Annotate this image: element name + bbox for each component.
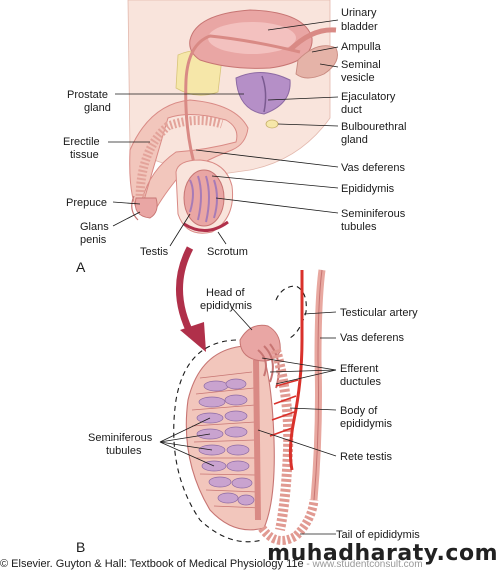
label-ductules: ductules (340, 376, 381, 388)
rete-testis (253, 359, 261, 521)
spermatic-cord-outline (275, 285, 307, 339)
label-epididymis-a: Epididymis (341, 183, 395, 195)
label-vas-deferens-b: Vas deferens (340, 332, 405, 344)
label-ampulla: Ampulla (341, 41, 382, 53)
copyright-credit: © Elsevier. Guyton & Hall: Textbook of M… (0, 558, 423, 570)
label-seminal: Seminal (341, 59, 381, 71)
label-bladder: bladder (341, 21, 378, 33)
testis-body (185, 345, 275, 531)
panel-a-leaders (108, 19, 339, 247)
label-gland: gland (84, 102, 111, 114)
seminal-vesicle (295, 45, 338, 79)
testis (183, 169, 225, 227)
panel-a-illustration (127, 0, 338, 234)
transition-arrowhead (180, 322, 206, 352)
label-tissue: tissue (70, 149, 99, 161)
label-prepuce: Prepuce (66, 197, 107, 209)
label-testis: Testis (140, 246, 169, 258)
glans-penis (134, 197, 158, 219)
head-of-epididymis (239, 324, 281, 362)
body-of-epididymis (271, 348, 294, 531)
credit-text: © Elsevier. Guyton & Hall: Textbook of M… (0, 558, 304, 570)
scrotum-base (183, 220, 229, 232)
label-testicular-artery: Testicular artery (340, 307, 418, 319)
tail-of-epididymis (258, 499, 319, 545)
label-tubules-b: tubules (106, 445, 142, 457)
watermark-text: - www.studentconsult.com (303, 559, 423, 570)
label-duct: duct (341, 104, 362, 116)
brand-watermark: muhadharaty.com (267, 541, 498, 566)
label-body-epididymis: epididymis (340, 418, 392, 430)
testicular-artery (288, 270, 304, 471)
label-body-of: Body of (340, 405, 378, 417)
label-head-epididymis: epididymis (200, 300, 252, 312)
testicular-artery-branches (269, 379, 299, 437)
label-prostate: Prostate (67, 89, 108, 101)
tunica-outline (173, 339, 263, 543)
label-erectile: Erectile (63, 136, 100, 148)
ampulla (288, 27, 337, 52)
label-seminiferous-a: Seminiferous (341, 208, 406, 220)
label-tubules-a: tubules (341, 221, 377, 233)
panel-b-leaders (159, 307, 337, 535)
label-scrotum: Scrotum (207, 246, 248, 258)
label-urinary: Urinary (341, 7, 377, 19)
erectile-tissue (135, 116, 224, 201)
seminiferous-lobules (189, 175, 218, 223)
label-ejaculatory: Ejaculatory (341, 91, 396, 103)
panel-a-labels: Urinary bladder Ampulla Seminal vesicle … (63, 7, 406, 275)
panel-a-letter: A (76, 259, 86, 275)
label-vas-deferens-a: Vas deferens (341, 162, 406, 174)
ejaculatory-duct (261, 75, 267, 113)
label-seminiferous-b: Seminiferous (88, 432, 153, 444)
bulbourethral-gland (265, 119, 279, 129)
transition-arrow (176, 246, 196, 338)
label-efferent: Efferent (340, 363, 378, 375)
label-vesicle: vesicle (341, 72, 375, 84)
label-penis: penis (80, 234, 107, 246)
label-glans: Glans (80, 221, 109, 233)
label-rete-testis: Rete testis (340, 451, 392, 463)
prostate-gland (235, 72, 291, 115)
panel-b-letter: B (76, 539, 85, 555)
label-bulbourethral: Bulbourethral (341, 121, 406, 133)
prepuce (131, 195, 139, 221)
label-bulbourethral-gland: gland (341, 134, 368, 146)
label-tail-of-epididymis: Tail of epididymis (336, 529, 420, 541)
label-head-of: Head of (206, 287, 245, 299)
panel-b-labels: Head of epididymis Testicular artery Vas… (76, 287, 420, 555)
